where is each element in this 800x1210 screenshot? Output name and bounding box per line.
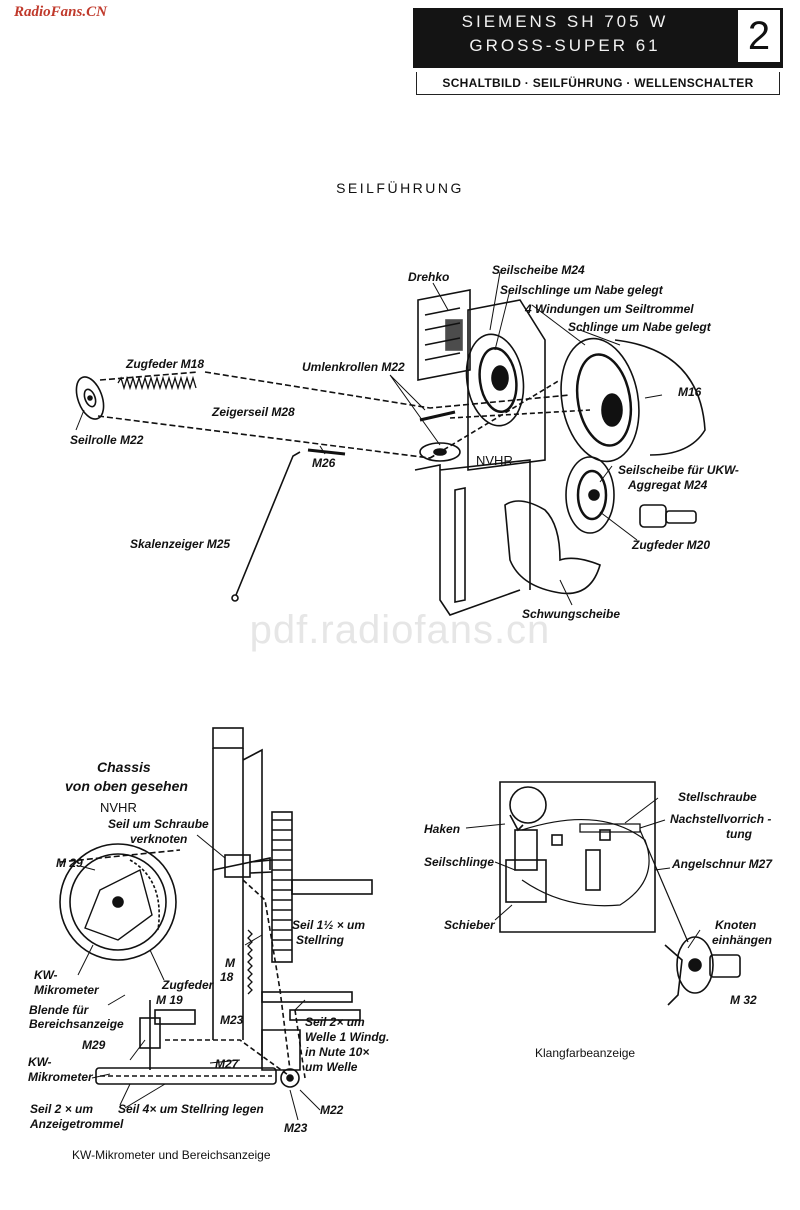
label-skalenzeiger-m25: Skalenzeiger M25 — [130, 537, 231, 551]
label-mikrometer-bottom: Mikrometer — [28, 1070, 93, 1084]
label-stellring: Stellring — [296, 933, 345, 947]
kw-mikrometer-dial — [59, 843, 181, 961]
chassis-lower-panel — [414, 459, 531, 616]
section-subheader: SCHALTBILD · SEILFÜHRUNG · WELLENSCHALTE… — [416, 72, 780, 95]
label-m23-top: M23 — [220, 1013, 244, 1027]
label-m18-b: 18 — [220, 970, 234, 984]
seilrolle-pulley — [75, 376, 105, 420]
label-seil-anzeige: Seil 2 × um — [30, 1102, 94, 1116]
label-seil-stellring: Seil 1½ × um — [292, 918, 366, 932]
label-m19: M 19 — [156, 993, 183, 1007]
label-stellschraube: Stellschraube — [678, 790, 757, 804]
label-zeigerseil-m28: Zeigerseil M28 — [212, 405, 295, 419]
label-seil-welle-3: in Nute 10× — [305, 1045, 370, 1059]
label-m29-bottom: M29 — [82, 1038, 106, 1052]
label-verknoten: verknoten — [130, 832, 188, 846]
label-m16: M16 — [678, 385, 702, 399]
caption-kw-mikrometer: KW-Mikrometer und Bereichsanzeige — [72, 1148, 271, 1162]
label-4-windungen: 4 Windungen um Seiltrommel — [525, 302, 694, 316]
label-knoten: Knoten — [715, 918, 757, 932]
klangfarbe-knob — [664, 936, 741, 1006]
label-seil-welle-1: Seil 2× um — [305, 1015, 365, 1029]
skalenzeiger-m25 — [235, 451, 301, 596]
m16-drum — [560, 337, 706, 463]
label-zugfeder-m19: Zugfeder — [162, 978, 214, 992]
label-anzeigetrommel: Anzeigetrommel — [30, 1117, 124, 1131]
header-model-name: GROSS-SUPER 61 — [469, 36, 661, 55]
label-aggregat-m24: Aggregat M24 — [628, 478, 708, 492]
zugfeder-m18-spring — [117, 375, 197, 391]
label-m29-top: M 29 — [56, 856, 83, 870]
klangfarbe-panel — [499, 781, 689, 943]
label-schwungscheibe: Schwungscheibe — [522, 607, 621, 621]
drehko-block — [417, 289, 471, 381]
zeigerseil-lower — [97, 415, 446, 459]
chassis-top-view — [95, 727, 373, 1088]
label-angelschnur-m27: Angelschnur M27 — [672, 857, 773, 871]
label-chassis: Chassis — [97, 759, 151, 775]
label-m26: M26 — [312, 456, 336, 470]
label-seilscheibe-m24: Seilscheibe M24 — [492, 263, 585, 277]
label-schieber: Schieber — [444, 918, 495, 932]
label-mikrometer: Mikrometer — [34, 983, 99, 997]
radiofans-watermark: RadioFans.CN — [14, 4, 107, 20]
label-blende: Blende für — [29, 1003, 89, 1017]
label-nachstellvorrichtung: Nachstellvorrich - — [670, 812, 772, 826]
umlenkrolle-pulley — [419, 442, 461, 462]
label-kw-bottom: KW- — [28, 1055, 52, 1069]
label-schlinge-nabe: Schlinge um Nabe gelegt — [568, 320, 711, 334]
label-zugfeder-m20: Zugfeder M20 — [632, 538, 711, 552]
label-m23-bottom: M23 — [284, 1121, 308, 1135]
label-m22: M22 — [320, 1103, 344, 1117]
caption-klangfarbeanzeige: Klangfarbeanzeige — [535, 1046, 636, 1060]
label-seilscheibe-ukw: Seilscheibe für UKW- — [618, 463, 739, 477]
label-seil-schraube: Seil um Schraube — [108, 817, 209, 831]
center-watermark: pdf.radiofans.cn — [249, 608, 551, 652]
chassis-plate — [467, 299, 546, 471]
label-seil-4x: Seil 4× um Stellring legen — [118, 1102, 264, 1116]
label-kw: KW- — [34, 968, 58, 982]
schwungscheibe-flywheel — [504, 500, 601, 595]
zeigerseil-upper — [99, 371, 571, 409]
label-nvhr-top: NVHR — [476, 453, 513, 468]
label-umlenkrollen: Umlenkrollen M22 — [302, 360, 405, 374]
label-einhaengen: einhängen — [712, 933, 773, 947]
label-tung: tung — [726, 827, 752, 841]
m26-slider — [307, 448, 346, 456]
label-haken: Haken — [424, 822, 461, 836]
label-drehko: Drehko — [408, 270, 450, 284]
header-banner — [413, 8, 783, 68]
page-number: 2 — [738, 10, 780, 62]
label-m27: M27 — [215, 1057, 239, 1071]
label-bereichsanzeige: Bereichsanzeige — [29, 1017, 124, 1031]
label-seil-welle-2: Welle 1 Windg. — [305, 1030, 390, 1044]
label-seilschlinge-nabe: Seilschlinge um Nabe gelegt — [500, 283, 663, 297]
label-seil-welle-4: um Welle — [305, 1060, 358, 1074]
seilscheibe-m24 — [465, 333, 525, 427]
header-model: SIEMENS SH 705 W — [461, 12, 669, 31]
label-m18-a: M — [225, 956, 235, 970]
label-nvhr-left: NVHR — [100, 800, 137, 815]
label-m32: M 32 — [730, 993, 757, 1007]
label-seilrolle-m22: Seilrolle M22 — [70, 433, 144, 447]
ukw-seilscheibe — [565, 456, 615, 534]
label-zugfeder-m18: Zugfeder M18 — [126, 357, 205, 371]
label-seilschlinge-right: Seilschlinge — [424, 855, 495, 869]
ukw-knob — [639, 504, 697, 528]
section-title: SEILFÜHRUNG — [336, 180, 464, 196]
label-von-oben: von oben gesehen — [65, 778, 188, 794]
